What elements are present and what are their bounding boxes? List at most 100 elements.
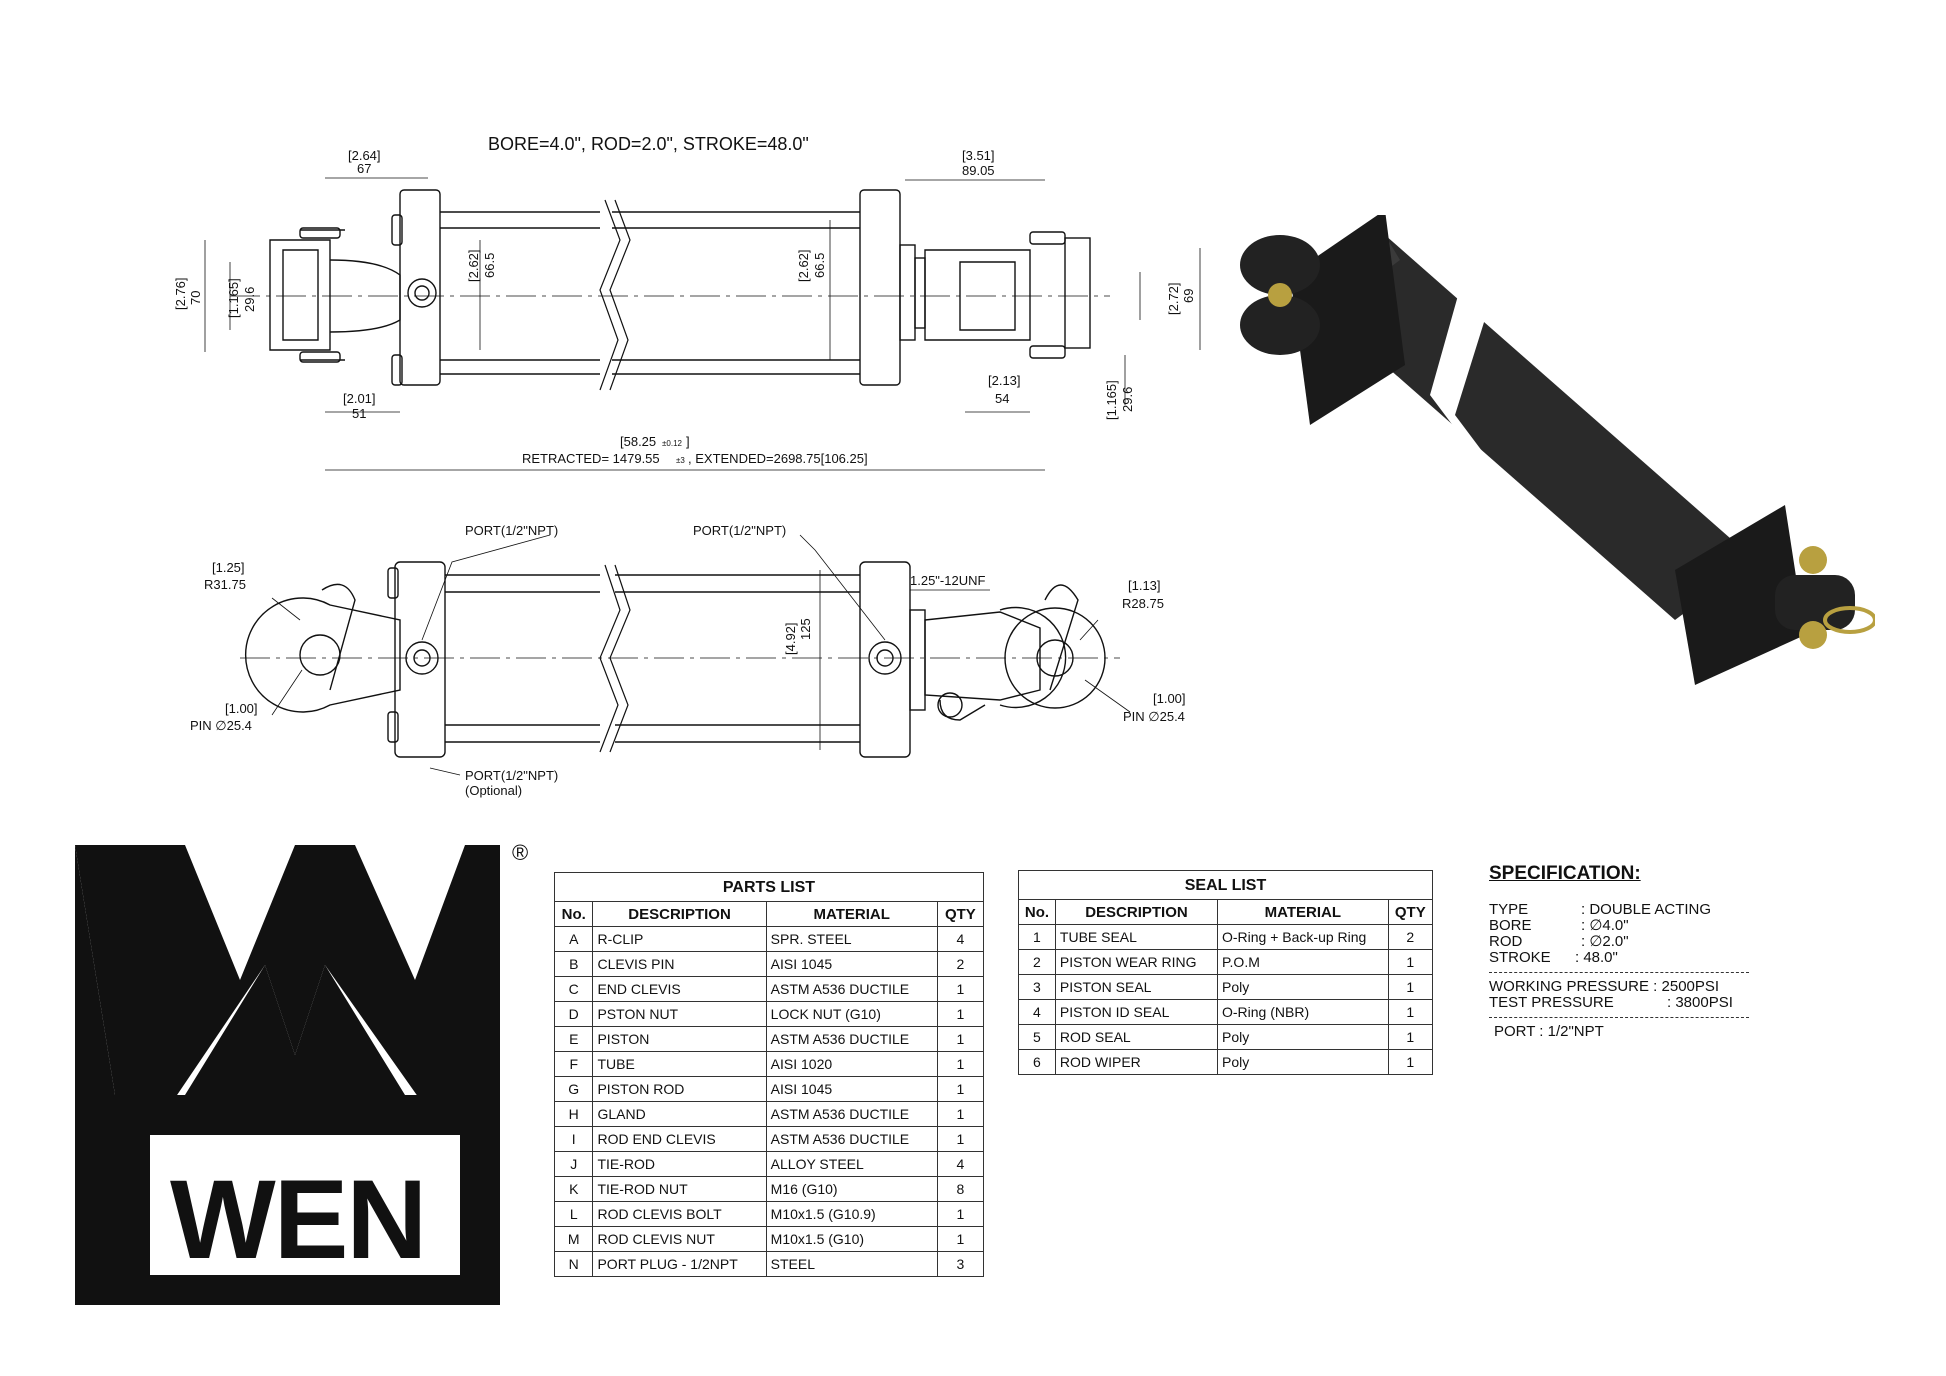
dim-d1-mm: 67	[357, 161, 371, 176]
spec-bore-value: : ∅4.0"	[1581, 917, 1629, 934]
seal-cell-qty: 1	[1387, 1024, 1434, 1050]
side-thread: 1.25"-12UNF	[910, 573, 985, 588]
spec-type-key: TYPE	[1489, 901, 1529, 918]
seal-cell-description: PISTON ID SEAL	[1054, 999, 1219, 1025]
parts-cell-qty: 1	[936, 1076, 985, 1102]
parts-cell-description: ROD END CLEVIS	[592, 1126, 767, 1152]
seal-cell-qty: 1	[1387, 949, 1434, 975]
seal-cell-qty: 1	[1387, 999, 1434, 1025]
rod-end-clevis-top	[924, 249, 1031, 341]
dim-d2-in: [3.51]	[962, 148, 995, 163]
parts-cell-no: G	[553, 1076, 594, 1102]
parts-cell-qty: 1	[936, 1051, 985, 1077]
seal-header-qty: QTY	[1387, 899, 1434, 925]
parts-cell-material: ASTM A536 DUCTILE	[765, 1101, 938, 1127]
spec-stroke-key: STROKE	[1489, 949, 1551, 966]
parts-cell-material: AISI 1045	[765, 1076, 938, 1102]
side-r1-in: [1.25]	[212, 560, 245, 575]
parts-header-description: DESCRIPTION	[592, 901, 767, 927]
parts-cell-description: PISTON	[592, 1026, 767, 1052]
seal-header-no: No.	[1018, 899, 1056, 925]
cylinder-3d-render	[1240, 215, 1875, 685]
dim-d3-mm: 70	[188, 291, 203, 305]
dim-d8-mm: 51	[352, 406, 366, 421]
side-pin2-in: [1.00]	[1153, 691, 1186, 706]
registered-mark: ®	[512, 840, 529, 865]
spec-bore-key: BORE	[1489, 917, 1532, 934]
parts-list-title: PARTS LIST	[554, 872, 984, 901]
seal-list-title: SEAL LIST	[1018, 870, 1433, 899]
dim-total-tol: ±0.12	[662, 439, 683, 448]
parts-cell-qty: 1	[936, 976, 985, 1002]
parts-cell-description: R-CLIP	[592, 926, 767, 952]
parts-cell-material: M16 (G10)	[765, 1176, 938, 1202]
spec-port: PORT : 1/2"NPT	[1494, 1023, 1604, 1040]
parts-cell-material: M10x1.5 (G10.9)	[765, 1201, 938, 1227]
parts-cell-no: H	[553, 1101, 594, 1127]
parts-header-material: MATERIAL	[765, 901, 938, 927]
dim-total-close: ]	[686, 434, 690, 449]
parts-cell-no: C	[553, 976, 594, 1002]
parts-cell-material: SPR. STEEL	[765, 926, 938, 952]
dim-d9-mm: 54	[995, 391, 1009, 406]
parts-cell-material: LOCK NUT (G10)	[765, 1001, 938, 1027]
parts-cell-description: CLEVIS PIN	[592, 951, 767, 977]
dim-d5-in: [2.62]	[466, 249, 481, 282]
end-cap-left	[399, 189, 441, 386]
parts-cell-qty: 1	[936, 1001, 985, 1027]
seal-cell-material: P.O.M	[1217, 949, 1389, 975]
parts-cell-description: TUBE	[592, 1051, 767, 1077]
parts-cell-qty: 1	[936, 1026, 985, 1052]
parts-cell-description: TIE-ROD NUT	[592, 1176, 767, 1202]
parts-cell-no: I	[553, 1126, 594, 1152]
dim-d10-mm: 29.6	[1120, 387, 1135, 412]
side-port-2: PORT(1/2"NPT)	[693, 523, 786, 538]
parts-cell-no: D	[553, 1001, 594, 1027]
dim-d5-mm: 66.5	[482, 253, 497, 278]
parts-cell-no: N	[553, 1251, 594, 1277]
parts-cell-no: F	[553, 1051, 594, 1077]
side-port-3: PORT(1/2"NPT)	[465, 768, 558, 783]
seal-cell-qty: 1	[1387, 1049, 1434, 1075]
seal-cell-no: 3	[1018, 974, 1056, 1000]
spec-working-pressure: WORKING PRESSURE : 2500PSI	[1489, 978, 1720, 995]
parts-cell-qty: 1	[936, 1226, 985, 1252]
dim-d4-mm: 29.6	[242, 287, 257, 312]
dim-d2-mm: 89.05	[962, 163, 995, 178]
seal-cell-no: 6	[1018, 1049, 1056, 1075]
parts-cell-qty: 3	[936, 1251, 985, 1277]
dim-d1-in: [2.64]	[348, 148, 381, 163]
seal-list-table: SEAL LIST No. DESCRIPTION MATERIAL QTY 1…	[1018, 870, 1434, 1075]
side-pin2-mm: PIN ∅25.4	[1123, 709, 1185, 724]
side-r2-mm: R28.75	[1122, 596, 1164, 611]
end-clevis-top	[269, 239, 331, 351]
dim-retracted: RETRACTED= 1479.55	[522, 451, 660, 466]
parts-cell-material: ASTM A536 DUCTILE	[765, 1126, 938, 1152]
parts-header-no: No.	[553, 901, 594, 927]
parts-cell-qty: 8	[936, 1176, 985, 1202]
spec-title: SPECIFICATION:	[1489, 863, 1641, 884]
specification-block: SPECIFICATION: TYPE: DOUBLE ACTING BORE:…	[1489, 863, 1769, 1040]
parts-cell-no: E	[553, 1026, 594, 1052]
dim-total-in: [58.25	[620, 434, 656, 449]
parts-cell-no: A	[553, 926, 594, 952]
spec-test-pressure-key: TEST PRESSURE	[1489, 994, 1614, 1011]
parts-cell-no: K	[553, 1176, 594, 1202]
spec-test-pressure-value: : 3800PSI	[1667, 994, 1733, 1011]
parts-cell-description: END CLEVIS	[592, 976, 767, 1002]
side-port-3-optional: (Optional)	[465, 783, 522, 798]
seal-cell-no: 4	[1018, 999, 1056, 1025]
spec-divider-2	[1489, 1017, 1749, 1018]
dim-d10-in: [1.165]	[1104, 380, 1119, 420]
parts-cell-no: L	[553, 1201, 594, 1227]
spec-stroke-value: : 48.0"	[1575, 949, 1618, 966]
